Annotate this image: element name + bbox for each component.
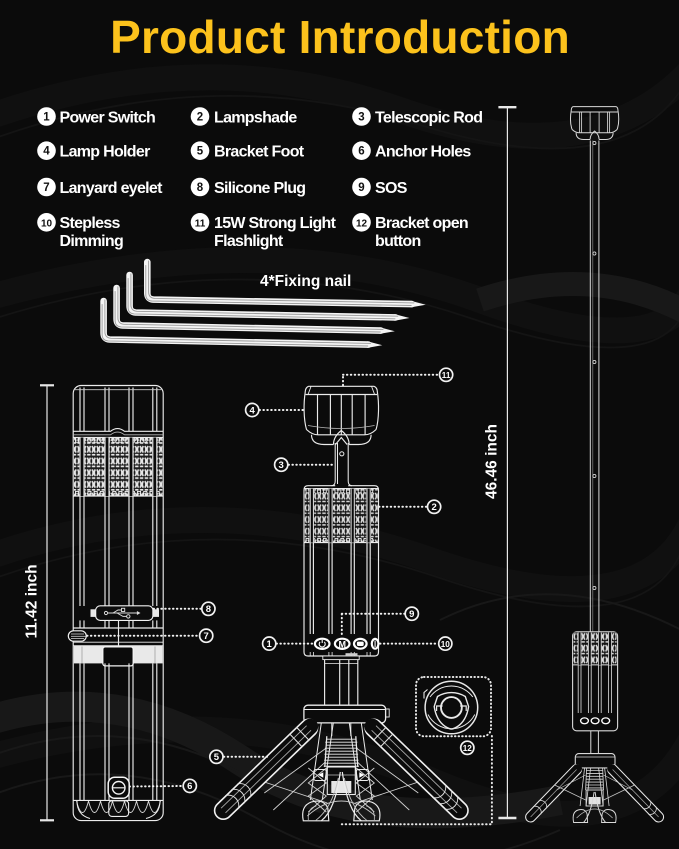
svg-text:SOS: SOS — [375, 180, 408, 197]
svg-text:7: 7 — [204, 631, 209, 642]
svg-text:4*Fixing nail: 4*Fixing nail — [260, 273, 351, 290]
svg-text:6: 6 — [187, 781, 192, 792]
svg-text:3: 3 — [279, 460, 284, 471]
svg-text:11: 11 — [195, 218, 206, 229]
svg-text:Stepless: Stepless — [60, 215, 121, 232]
svg-text:Bracket Foot: Bracket Foot — [214, 144, 305, 161]
svg-text:8: 8 — [197, 182, 204, 194]
svg-text:15W Strong Light: 15W Strong Light — [214, 215, 337, 232]
svg-text:Lamp Holder: Lamp Holder — [60, 144, 151, 161]
svg-text:7: 7 — [43, 182, 49, 194]
svg-text:2: 2 — [431, 502, 436, 513]
svg-text:3: 3 — [358, 112, 364, 124]
svg-text:11.42 inch: 11.42 inch — [24, 564, 41, 638]
svg-text:10: 10 — [41, 218, 53, 229]
svg-text:10: 10 — [441, 640, 451, 649]
svg-text:12: 12 — [463, 744, 473, 753]
svg-text:9: 9 — [358, 182, 364, 194]
svg-text:Bracket open: Bracket open — [375, 215, 468, 232]
svg-text:Telescopic Rod: Telescopic Rod — [375, 109, 482, 126]
svg-text:1: 1 — [267, 639, 273, 650]
svg-text:5: 5 — [214, 752, 220, 763]
svg-text:Lampshade: Lampshade — [214, 109, 297, 126]
svg-text:4: 4 — [43, 146, 50, 158]
svg-text:Power Switch: Power Switch — [60, 109, 156, 126]
svg-text:11: 11 — [442, 371, 451, 380]
svg-text:button: button — [375, 233, 421, 250]
svg-text:Lanyard eyelet: Lanyard eyelet — [60, 180, 164, 197]
svg-text:5: 5 — [197, 146, 204, 158]
svg-text:Anchor Holes: Anchor Holes — [375, 144, 471, 161]
svg-text:9: 9 — [409, 609, 414, 620]
svg-text:2: 2 — [197, 112, 203, 124]
svg-text:4: 4 — [250, 405, 256, 416]
svg-text:8: 8 — [206, 604, 211, 615]
svg-text:Flashlight: Flashlight — [214, 233, 284, 250]
svg-text:Product Introduction: Product Introduction — [110, 11, 570, 63]
svg-text:Dimming: Dimming — [60, 233, 124, 250]
svg-text:12: 12 — [356, 218, 368, 229]
svg-text:1: 1 — [43, 112, 50, 124]
svg-text:Silicone Plug: Silicone Plug — [214, 180, 305, 197]
svg-text:46.46 inch: 46.46 inch — [484, 424, 501, 499]
svg-text:M: M — [338, 639, 346, 649]
svg-text:6: 6 — [358, 146, 364, 158]
